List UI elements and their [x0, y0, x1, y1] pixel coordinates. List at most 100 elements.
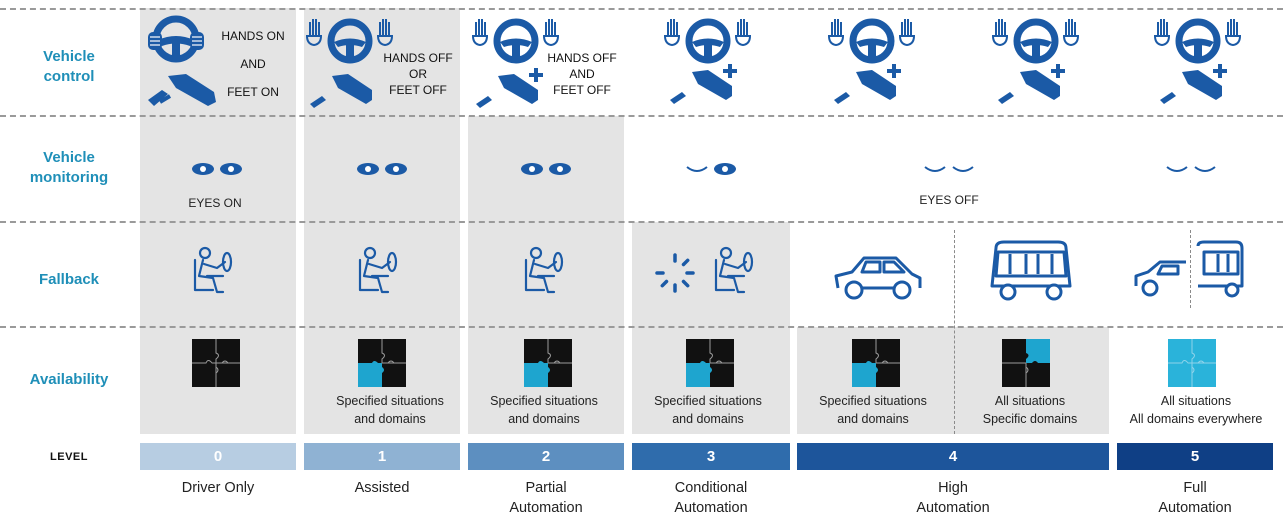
- row-label-level: LEVEL: [50, 451, 88, 463]
- control-text-line: HANDS OFF: [383, 51, 453, 65]
- caption-line: and domains: [508, 412, 580, 426]
- level-name-line: Assisted: [354, 480, 410, 496]
- car-icon: [834, 256, 922, 300]
- level-name-0: Driver Only: [140, 478, 296, 498]
- steering-wheel-hands-off-icon: [471, 18, 560, 64]
- foot-off-pedal-plus-icon: [1160, 64, 1227, 104]
- driver-seated-icon: [524, 246, 564, 294]
- foot-off-pedal-plus-icon: [834, 64, 901, 104]
- caption-line: Specific domains: [982, 412, 1078, 426]
- caption-line: and domains: [672, 412, 744, 426]
- one-eye-closed-icon: [686, 163, 736, 175]
- row-label-vehicle-monitoring: Vehicle monitoring: [0, 148, 138, 188]
- car-and-shuttle-icon: [1134, 240, 1244, 298]
- autonomous-shuttle-icon: [990, 240, 1072, 301]
- level-name-line: Full: [1183, 480, 1207, 496]
- level-name-1: Assisted: [304, 478, 460, 498]
- level-name-line: Driver Only: [181, 480, 255, 496]
- row-label-availability: Availability: [29, 371, 109, 388]
- level-name-2: Partial Automation: [468, 478, 624, 518]
- eyes-on-caption: EYES ON: [188, 196, 242, 210]
- level-name-line: Conditional: [674, 480, 748, 496]
- control-text-level1: HANDS OFF OR FEET OFF: [378, 50, 458, 98]
- caption-line: Specified situations: [490, 394, 598, 408]
- level-bar-1: 1: [304, 443, 460, 470]
- control-text-line: AND: [569, 67, 595, 81]
- eyes-closed-icon: [1166, 166, 1216, 172]
- caption-line: Specified situations: [654, 394, 762, 408]
- availability-caption-level5: All situations All domains everywhere: [1112, 392, 1280, 428]
- level5-split-divider: [1190, 230, 1191, 308]
- foot-off-pedal-plus-icon: [670, 64, 737, 104]
- caption-line: Specified situations: [336, 394, 444, 408]
- puzzle-one-quarter-icon: [686, 339, 734, 387]
- steering-wheel-hands-off-icon: [1153, 18, 1242, 64]
- row-label-line: control: [43, 68, 95, 85]
- eyes-open-icon: [192, 163, 242, 175]
- availability-caption-level3: Specified situations and domains: [632, 392, 784, 428]
- control-text-line: OR: [409, 67, 427, 81]
- level3-background: [632, 222, 790, 434]
- availability-caption-level2: Specified situations and domains: [468, 392, 620, 428]
- level-name-line: High: [938, 480, 968, 496]
- loading-spinner-icon: [655, 253, 695, 293]
- level-name-4: High Automation: [797, 478, 1109, 518]
- level-bar-5: 5: [1117, 443, 1273, 470]
- foot-off-pedal-plus-icon: [998, 64, 1065, 104]
- control-text-line: FEET OFF: [389, 83, 447, 97]
- control-text-line: AND: [240, 57, 266, 71]
- steering-wheel-hands-off-icon: [663, 18, 752, 64]
- control-text-level2: HANDS OFF AND FEET OFF: [542, 50, 622, 98]
- row-label-line: Vehicle: [43, 48, 95, 65]
- foot-off-pedal-plus-icon: [476, 68, 543, 108]
- steering-wheel-hands-off-icon: [305, 18, 394, 64]
- level-name-3: Conditional Automation: [632, 478, 790, 518]
- caption-line: All domains everywhere: [1129, 412, 1263, 426]
- row-divider: [0, 326, 1283, 328]
- row-divider: [0, 8, 1283, 10]
- control-text-line: HANDS ON: [221, 29, 285, 43]
- level-name-line: Partial: [525, 480, 567, 496]
- level-bar-2: 2: [468, 443, 624, 470]
- control-text-level0: HANDS ON AND FEET ON: [212, 26, 294, 102]
- level-name-line: Automation: [509, 500, 583, 516]
- steering-wheel-hands-on-icon: [148, 15, 204, 63]
- foot-on-pedal-icon: [148, 74, 216, 106]
- level-name-5: Full Automation: [1117, 478, 1273, 518]
- level-bar-4: 4: [797, 443, 1109, 470]
- puzzle-one-quarter-icon: [852, 339, 900, 387]
- puzzle-complete-icon: [1168, 339, 1216, 387]
- row-divider: [0, 221, 1283, 223]
- caption-line: All situations: [1160, 394, 1232, 408]
- eyes-off-caption: EYES OFF: [919, 193, 979, 207]
- driver-seated-icon: [358, 246, 398, 294]
- puzzle-none-icon: [192, 339, 240, 387]
- level4-background: [797, 327, 1109, 434]
- level4-split-divider: [954, 230, 955, 434]
- control-text-line: HANDS OFF: [547, 51, 617, 65]
- control-text-line: FEET ON: [227, 85, 279, 99]
- caption-line: All situations: [994, 394, 1066, 408]
- level-bar-3: 3: [632, 443, 790, 470]
- driver-seated-icon: [714, 246, 754, 294]
- level-name-line: Automation: [916, 500, 990, 516]
- level-bar-0: 0: [140, 443, 296, 470]
- level-name-line: Automation: [674, 500, 748, 516]
- availability-caption-level1: Specified situations and domains: [304, 392, 476, 428]
- foot-off-pedal-icon: [310, 74, 372, 108]
- row-divider: [0, 115, 1283, 117]
- caption-line: Specified situations: [819, 394, 927, 408]
- availability-caption-level4-specified: Specified situations and domains: [797, 392, 949, 428]
- steering-wheel-hands-off-icon: [991, 18, 1080, 64]
- eyes-open-icon: [357, 163, 407, 175]
- caption-line: and domains: [354, 412, 426, 426]
- puzzle-one-quarter-icon: [1002, 339, 1050, 387]
- steering-wheel-hands-off-icon: [827, 18, 916, 64]
- caption-line: and domains: [837, 412, 909, 426]
- puzzle-one-quarter-icon: [358, 339, 406, 387]
- eyes-open-icon: [521, 163, 571, 175]
- availability-caption-level4-all: All situations Specific domains: [954, 392, 1106, 428]
- row-label-fallback: Fallback: [38, 271, 100, 288]
- row-label-line: Vehicle: [43, 149, 95, 166]
